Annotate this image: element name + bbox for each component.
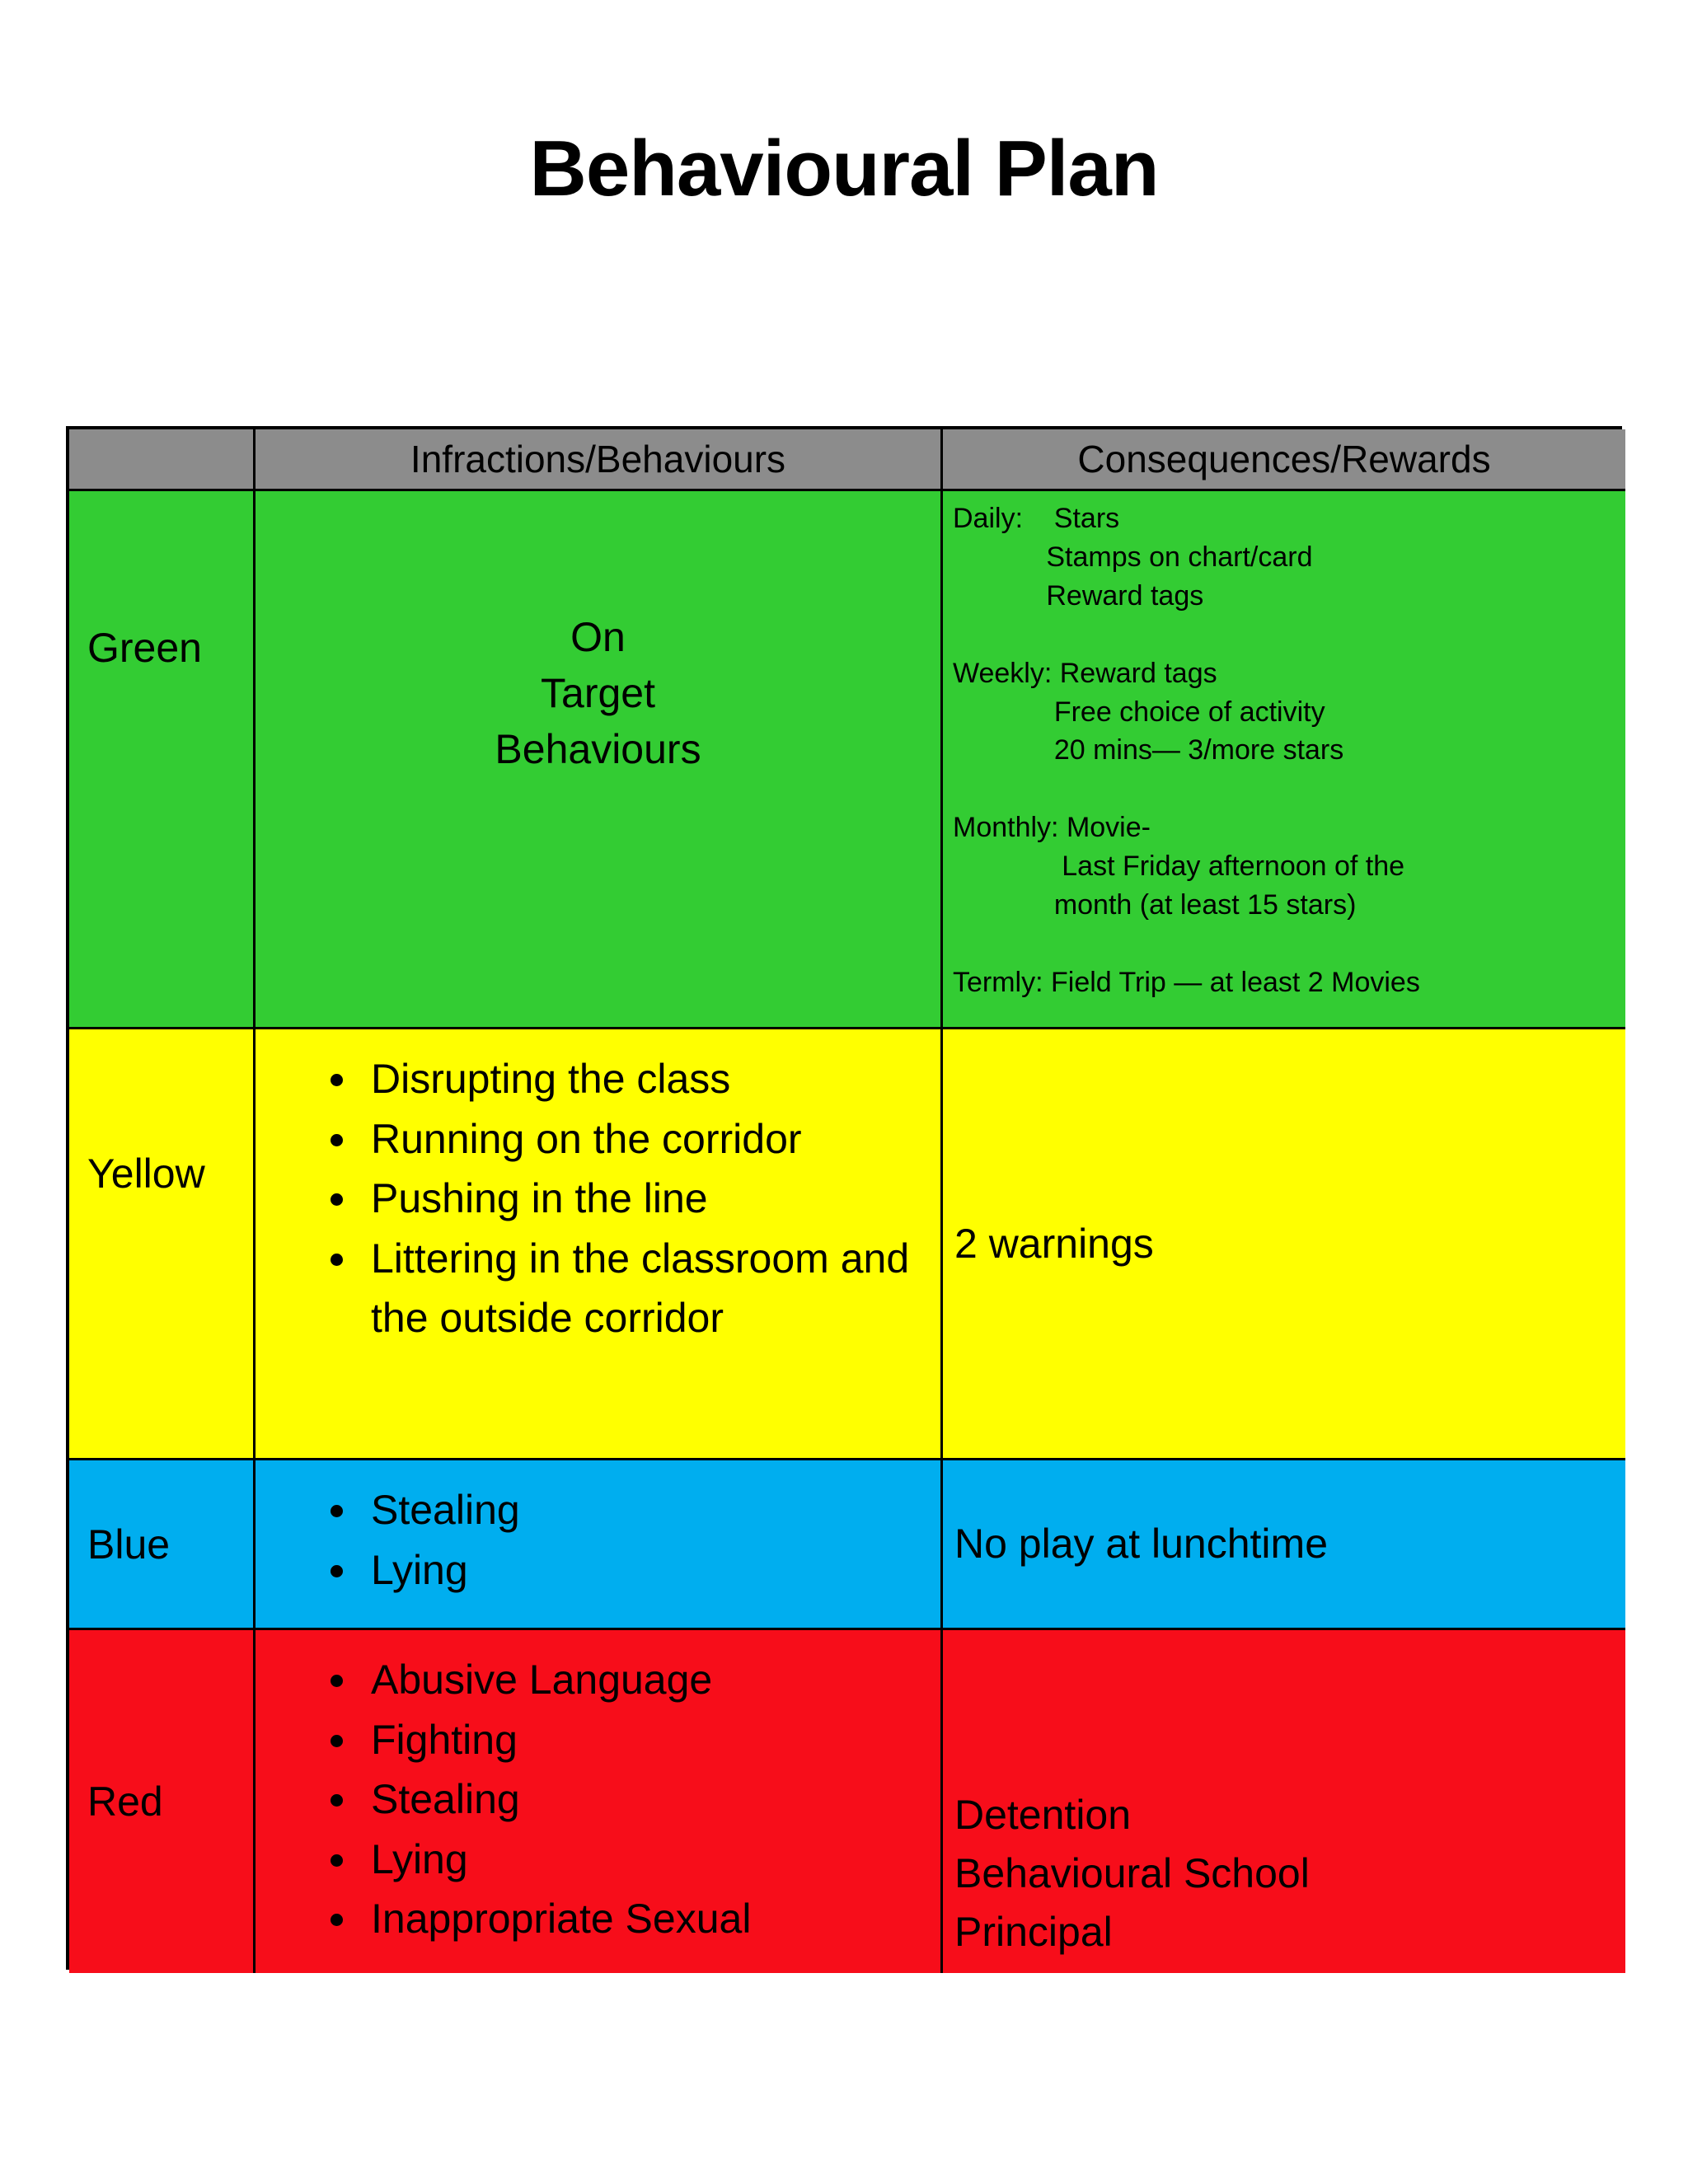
row-label-green: Green [69,491,256,1029]
page-title: Behavioural Plan [529,124,1160,213]
list-item: Running on the corridor [361,1109,940,1169]
blue-consequence-cell: No play at lunchtime [943,1460,1625,1630]
red-consequence-text: Detention Behavioural School Principal [954,1792,1310,1955]
header-infractions: Infractions/Behaviours [256,429,943,491]
red-infractions-cell: Abusive Language Fighting Stealing Lying… [256,1630,943,1973]
green-rewards-text: Daily: Stars Stamps on chart/card Reward… [953,503,1420,998]
list-item: Lying [361,1830,940,1890]
row-label-yellow: Yellow [69,1029,256,1460]
header-blank-cell [69,429,256,491]
list-item: Pushing in the line [361,1169,940,1229]
green-rewards-cell: Daily: Stars Stamps on chart/card Reward… [943,491,1625,1029]
list-item: Stealing [361,1769,940,1830]
green-infractions-cell: On Target Behaviours [256,491,943,1029]
header-consequences-label: Consequences/Rewards [1077,438,1491,480]
list-item: Disrupting the class [361,1049,940,1109]
red-consequence-cell: Detention Behavioural School Principal [943,1630,1625,1973]
behaviour-plan-table: Infractions/Behaviours Consequences/Rewa… [66,426,1625,1973]
header-consequences: Consequences/Rewards [943,429,1625,491]
yellow-infractions-cell: Disrupting the class Running on the corr… [256,1029,943,1460]
list-item: Stealing [361,1480,940,1540]
list-item: Abusive Language [361,1650,940,1710]
red-label: Red [87,1779,163,1825]
list-item: Littering in the classroom and the outsi… [361,1229,940,1348]
row-label-blue: Blue [69,1460,256,1630]
yellow-label: Yellow [87,1151,205,1197]
header-infractions-label: Infractions/Behaviours [410,438,786,480]
green-infractions-text: On Target Behaviours [495,614,701,772]
blue-label: Blue [87,1521,171,1568]
list-item: Inappropriate Sexual [361,1889,940,1949]
blue-infractions-list: Stealing Lying [256,1480,940,1600]
row-label-red: Red [69,1630,256,1973]
list-item: Lying [361,1540,940,1601]
green-label: Green [87,625,202,671]
red-infractions-list: Abusive Language Fighting Stealing Lying… [256,1650,940,1949]
blue-infractions-cell: Stealing Lying [256,1460,943,1630]
blue-consequence-text: No play at lunchtime [954,1521,1329,1567]
list-item: Fighting [361,1710,940,1770]
yellow-consequence-text: 2 warnings [954,1220,1154,1267]
yellow-consequence-cell: 2 warnings [943,1029,1625,1460]
yellow-infractions-list: Disrupting the class Running on the corr… [256,1049,940,1348]
